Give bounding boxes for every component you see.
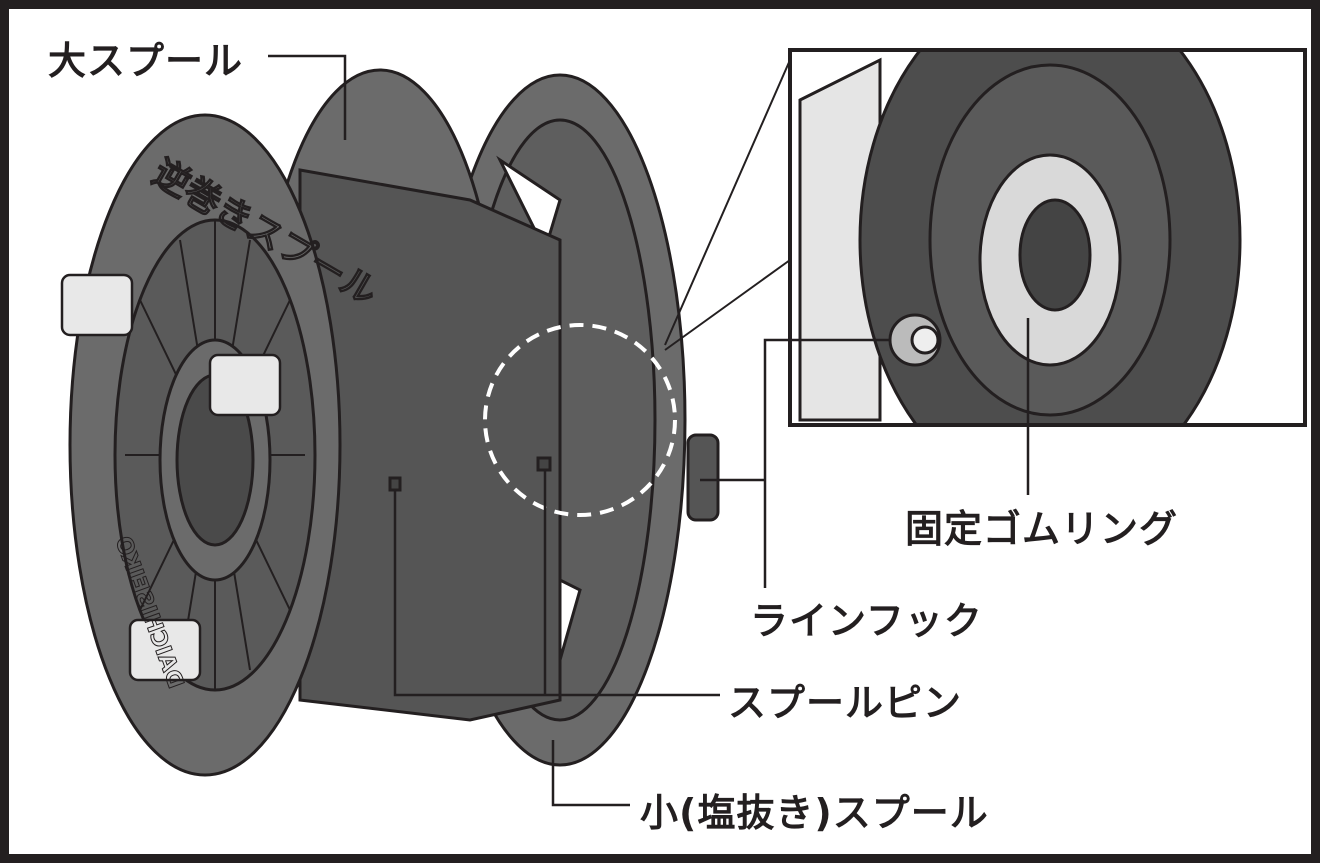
- knob-screws: [60, 273, 282, 682]
- label-spool-pin: スプールピン: [728, 681, 963, 725]
- detail-highlight-circle: [483, 323, 677, 517]
- label-line-hook: ラインフック: [750, 599, 983, 643]
- axle: [686, 433, 720, 522]
- label-small-spool: 小(塩抜き)スプール: [640, 791, 989, 835]
- leader-lines: [268, 54, 1030, 807]
- spool-drum: [298, 168, 562, 722]
- label-rubber-ring: 固定ゴムリング: [905, 507, 1179, 551]
- inset-detail: [788, 48, 1307, 427]
- label-large-spool: 大スプール: [48, 39, 244, 83]
